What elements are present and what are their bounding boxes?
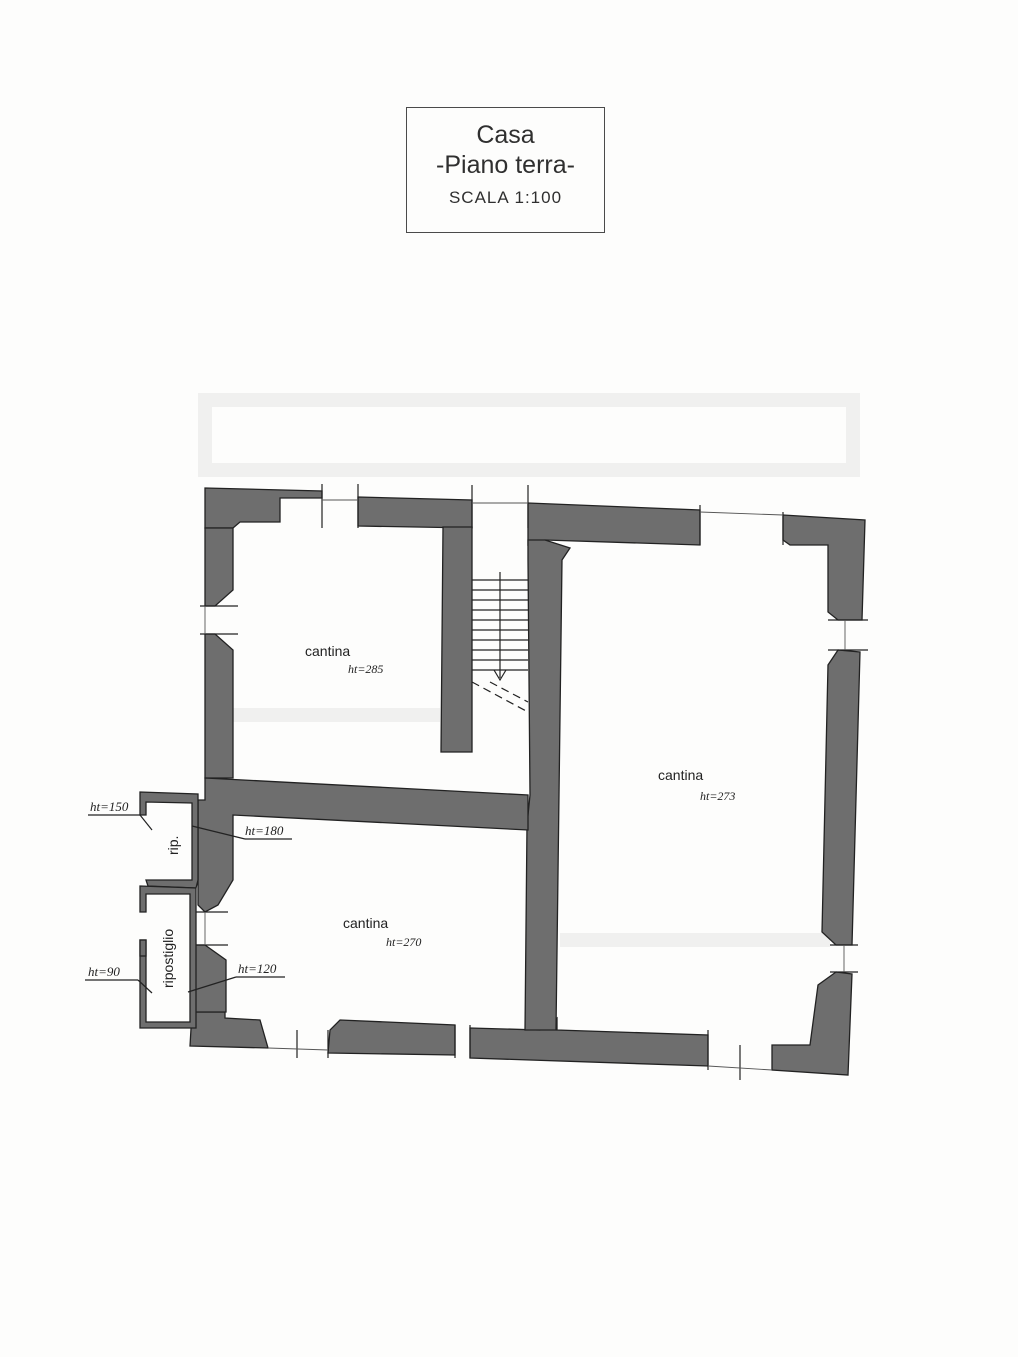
southeast-corner: [771, 971, 853, 1076]
ripostiglio-outer-wall: [139, 885, 197, 1029]
central-horizontal-wall: [197, 777, 529, 913]
central-vertical-wall: [524, 539, 572, 1031]
leader-lines: [85, 814, 292, 994]
room-sw-height: ht=270: [386, 935, 421, 949]
staircase: [471, 572, 529, 713]
title-floor-name: -Piano terra-: [436, 151, 575, 179]
north-wall-middle: [357, 496, 473, 529]
north-wall-east: [527, 502, 701, 546]
walls: [139, 487, 866, 1076]
title-building-name: Casa: [476, 121, 535, 149]
north-wall-west: [204, 487, 323, 529]
leader-ripostiglio-inner: ht=120: [238, 961, 277, 976]
ripostiglio-west-vent: [139, 939, 147, 957]
room-east-height: ht=273: [700, 789, 735, 803]
room-nw-name: cantina: [305, 643, 350, 659]
room-ripostiglio-name: ripostiglio: [160, 929, 176, 988]
scan-bleed-through: [198, 393, 860, 947]
title-scale: SCALA 1:100: [448, 188, 563, 207]
leader-ripostiglio-outer: ht=90: [88, 964, 120, 979]
stair-divider-wall: [440, 526, 473, 753]
west-wall-middle: [204, 633, 234, 779]
leader-rip-inner: ht=180: [245, 823, 284, 838]
northeast-corner: [782, 514, 866, 621]
leader-labels: ht=150 ht=180 ht=90 ht=120: [88, 799, 284, 979]
room-east-name: cantina: [658, 767, 703, 783]
south-wall-middle: [327, 1019, 456, 1056]
rip-outer-wall: [139, 791, 199, 889]
openings: [196, 484, 868, 1080]
south-wall-east: [469, 1016, 709, 1067]
title-block: Casa -Piano terra- SCALA 1:100: [406, 107, 605, 233]
leader-rip-outer: ht=150: [90, 799, 129, 814]
west-wall-lower: [191, 944, 227, 1013]
stair-arrow-icon: [493, 669, 507, 682]
room-rip-name: rip.: [165, 836, 181, 855]
room-nw-height: ht=285: [348, 662, 383, 676]
west-wall-upper: [204, 527, 234, 607]
east-wall-middle: [821, 649, 861, 946]
room-sw-name: cantina: [343, 915, 388, 931]
room-labels: cantina ht=285 cantina ht=273 cantina ht…: [160, 643, 735, 988]
south-wall-west: [189, 1011, 269, 1049]
